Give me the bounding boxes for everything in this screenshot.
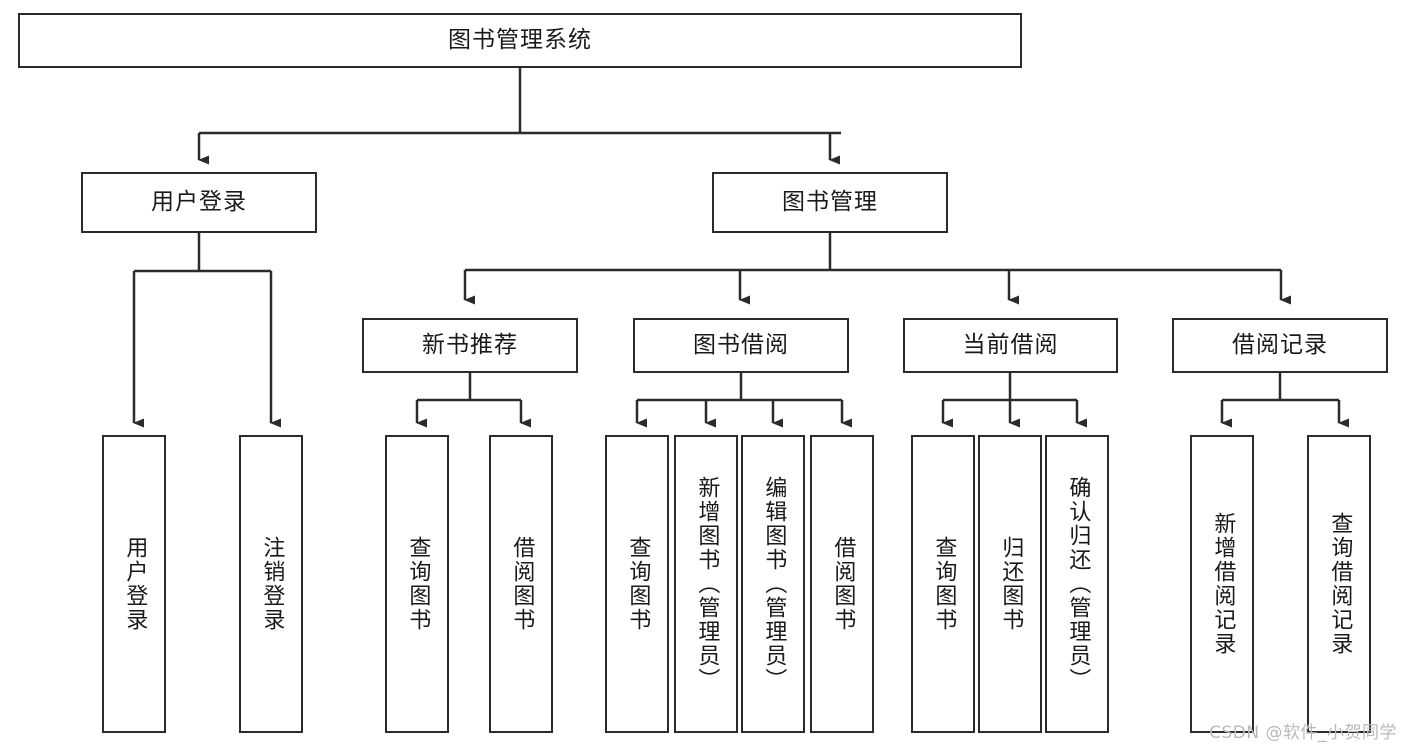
node-leaf-return-book[interactable]: 归还图书 <box>978 435 1042 733</box>
node-leaf-borrow-book-2-label: 借阅图书 <box>830 536 856 632</box>
csdn-watermark: CSDN @软件_小贺同学 <box>1209 723 1397 743</box>
node-leaf-confirm-return-label: 确认归还（管理员） <box>1065 476 1091 692</box>
node-root-system[interactable]: 图书管理系统 <box>18 13 1022 68</box>
node-leaf-borrow-book-1[interactable]: 借阅图书 <box>489 435 553 733</box>
node-leaf-query-record-label: 查询借阅记录 <box>1327 512 1353 656</box>
node-book-manage[interactable]: 图书管理 <box>712 172 948 233</box>
node-current-borrow-label: 当前借阅 <box>962 331 1059 358</box>
node-leaf-borrow-book-1-label: 借阅图书 <box>509 536 535 632</box>
node-current-borrow[interactable]: 当前借阅 <box>903 318 1118 373</box>
node-leaf-edit-book-label: 编辑图书（管理员） <box>761 476 787 692</box>
node-borrow-record[interactable]: 借阅记录 <box>1172 318 1388 373</box>
node-leaf-user-login-label: 用户登录 <box>122 536 148 632</box>
node-leaf-add-record-label: 新增借阅记录 <box>1210 512 1236 656</box>
node-leaf-user-logout-label: 注销登录 <box>259 536 285 632</box>
node-leaf-query-book-1-label: 查询图书 <box>405 536 431 632</box>
node-borrow-record-label: 借阅记录 <box>1232 331 1328 358</box>
node-leaf-query-book-2-label: 查询图书 <box>625 536 651 632</box>
node-user-login-label: 用户登录 <box>151 188 247 215</box>
node-leaf-add-record[interactable]: 新增借阅记录 <box>1190 435 1254 733</box>
node-book-borrow-label: 图书借阅 <box>693 331 789 358</box>
node-book-borrow[interactable]: 图书借阅 <box>633 318 849 373</box>
node-leaf-borrow-book-2[interactable]: 借阅图书 <box>810 435 874 733</box>
node-root-system-label: 图书管理系统 <box>448 26 592 53</box>
node-leaf-add-book[interactable]: 新增图书（管理员） <box>674 435 738 733</box>
node-new-book-recommend[interactable]: 新书推荐 <box>362 318 578 373</box>
node-leaf-query-book-3-label: 查询图书 <box>931 536 957 632</box>
node-leaf-confirm-return[interactable]: 确认归还（管理员） <box>1045 435 1109 733</box>
node-book-manage-label: 图书管理 <box>782 188 878 215</box>
node-leaf-user-login[interactable]: 用户登录 <box>102 435 166 733</box>
node-leaf-user-logout[interactable]: 注销登录 <box>239 435 303 733</box>
node-leaf-query-book-3[interactable]: 查询图书 <box>911 435 975 733</box>
node-leaf-query-book-1[interactable]: 查询图书 <box>385 435 449 733</box>
node-new-book-recommend-label: 新书推荐 <box>422 331 518 358</box>
node-leaf-return-book-label: 归还图书 <box>998 536 1024 632</box>
node-user-login[interactable]: 用户登录 <box>81 172 317 233</box>
node-leaf-query-record[interactable]: 查询借阅记录 <box>1307 435 1371 733</box>
node-leaf-edit-book[interactable]: 编辑图书（管理员） <box>741 435 805 733</box>
node-leaf-add-book-label: 新增图书（管理员） <box>694 476 720 692</box>
node-leaf-query-book-2[interactable]: 查询图书 <box>605 435 669 733</box>
